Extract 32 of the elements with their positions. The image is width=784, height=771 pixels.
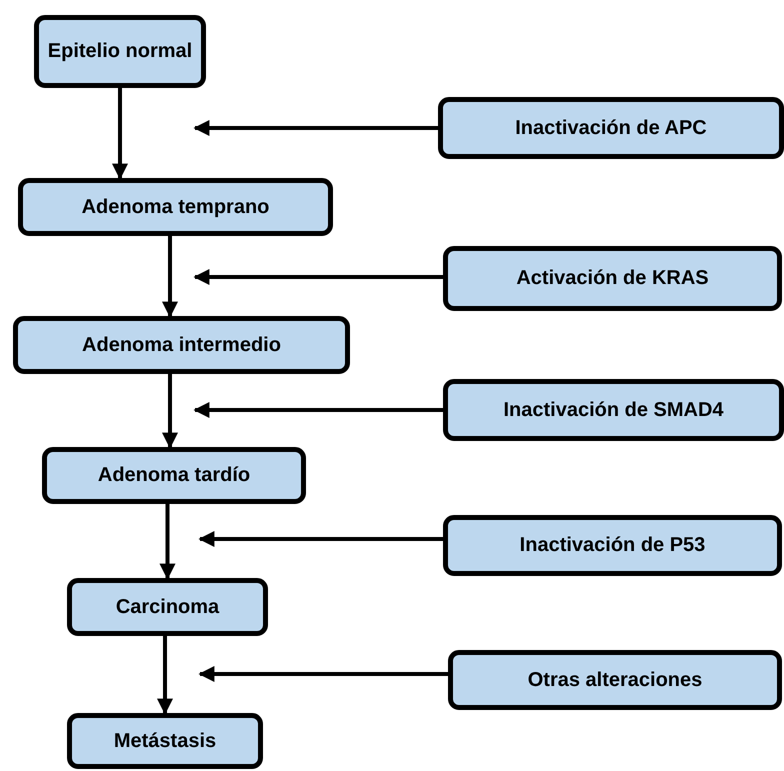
process-box bbox=[18, 178, 333, 236]
process-box bbox=[34, 15, 206, 88]
box-label: Inactivación de P53 bbox=[520, 534, 706, 557]
box-label: Otras alteraciones bbox=[528, 668, 702, 692]
arrow bbox=[160, 504, 176, 580]
process-box bbox=[67, 713, 263, 769]
arrow bbox=[198, 531, 443, 547]
arrow bbox=[112, 88, 128, 180]
arrow bbox=[157, 636, 173, 715]
box-label: Metástasis bbox=[114, 730, 216, 752]
process-box bbox=[42, 447, 306, 504]
arrow bbox=[162, 236, 178, 318]
arrow bbox=[198, 666, 448, 682]
box-label: Carcinoma bbox=[116, 596, 220, 618]
process-box bbox=[448, 650, 782, 710]
box-label: Activación de KRAS bbox=[516, 267, 709, 290]
arrow bbox=[193, 120, 438, 136]
box-label: Adenoma temprano bbox=[82, 196, 270, 218]
process-box bbox=[438, 97, 784, 159]
box-label: Inactivación de SMAD4 bbox=[503, 398, 724, 422]
arrow bbox=[193, 269, 443, 285]
process-box bbox=[13, 316, 350, 374]
arrow bbox=[162, 374, 178, 449]
process-box bbox=[443, 379, 784, 441]
arrow bbox=[193, 402, 443, 418]
box-label: Adenoma tardío bbox=[98, 464, 250, 487]
process-box bbox=[67, 578, 268, 636]
box-label: Inactivación de APC bbox=[515, 116, 707, 140]
box-label: Epitelio normal bbox=[48, 40, 192, 63]
box-label: Adenoma intermedio bbox=[82, 334, 281, 356]
process-box bbox=[443, 246, 782, 311]
process-box bbox=[443, 515, 782, 576]
